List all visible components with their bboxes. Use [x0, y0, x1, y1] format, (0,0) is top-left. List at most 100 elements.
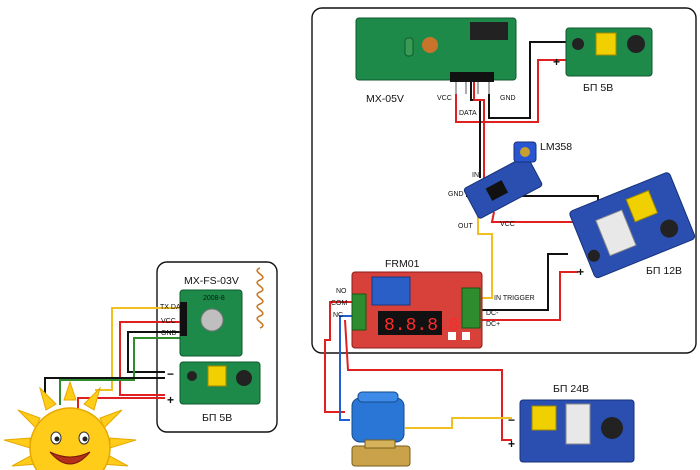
wire-valve-to-24v-minus [405, 417, 512, 429]
relay-button [448, 332, 456, 340]
lm358-module: LM358 IN GND OUT VCC [448, 141, 572, 230]
relay-display [378, 311, 442, 335]
psu-24v-heatsink [565, 403, 591, 445]
psu-12v-plus: + [577, 265, 584, 279]
psu-12v-heatsink [595, 209, 637, 257]
sun-smile [49, 451, 91, 465]
psu-12v-capacitor [660, 219, 679, 238]
psu-24v-transformer [531, 405, 557, 431]
sun-pupil-left [54, 436, 60, 442]
receiver-pin-gnd: GND [500, 95, 516, 102]
sun-sensor [3, 380, 137, 470]
relay-terminal-com: COM [331, 300, 348, 307]
psu-12v-transformer [625, 189, 659, 223]
transmitter-pin-tx: TX DAT [160, 304, 185, 311]
psu-12v-minus: − [555, 247, 562, 261]
transmitter-board-print: 2008-8 [203, 295, 225, 302]
wire-dc-minus [482, 253, 568, 311]
receiver-pin-header [450, 72, 494, 94]
lm358-pin-out: OUT [458, 223, 474, 230]
wire-data-to-in [470, 82, 481, 178]
wire-tx-gnd [127, 331, 181, 373]
sun-face [29, 407, 111, 470]
lm358-pin-vcc: VCC [500, 221, 515, 228]
relay-terminal-right [461, 287, 481, 329]
receiver-enclosure [311, 7, 697, 354]
transmitter-enclosure [156, 261, 278, 433]
valve-body [351, 445, 411, 467]
psu-5v-bottom-title: БП 5В [202, 412, 232, 424]
psu-5v-top-plus: + [553, 55, 560, 69]
wire-tx-data [95, 307, 181, 391]
transmitter-pin-vcc: VCC [161, 318, 176, 325]
psu-5v-top-capacitor [627, 35, 645, 53]
valve-nut [364, 439, 396, 449]
transmitter-module: 2008-8 MX-FS-03V TX DAT VCC GND [160, 267, 264, 357]
psu-5v-bottom: − + БП 5В [167, 361, 261, 424]
receiver-inductor [404, 37, 414, 57]
valve-actuator [351, 397, 405, 443]
sun-pupil-right [82, 436, 88, 442]
psu-5v-top-minus: − [553, 35, 560, 49]
relay-button [462, 332, 470, 340]
wire-dc-plus [482, 271, 578, 321]
lm358-pin-in: IN [472, 172, 479, 179]
receiver-module: MX-05V VCC DATA GND [355, 17, 517, 117]
wire-com-to-valve [324, 301, 352, 413]
valve-actuator-top [357, 391, 399, 403]
wire-tx-green [59, 337, 181, 405]
lm358-pin-gnd: GND [448, 191, 464, 198]
psu-12v-board [569, 172, 696, 279]
psu-5v-bottom-capacitor [236, 370, 252, 386]
wire-sensor-black [44, 377, 165, 405]
wire-sensor-red [77, 397, 165, 410]
relay-title: FRM01 [385, 258, 420, 270]
transmitter-crystal [200, 308, 224, 332]
psu-12v-title: БП 12В [646, 265, 682, 277]
relay-input-dc-plus: DC+ [486, 321, 500, 328]
psu-12v: − + БП 12В [555, 172, 696, 279]
wire-receiver-gnd [488, 41, 568, 119]
psu-24v-plus: + [508, 437, 515, 451]
relay-module: 8.8.8.8 FRM01 NO COM NC IN TRIGGER DC- D… [331, 258, 535, 349]
wire-out-to-trigger [477, 216, 493, 299]
receiver-pin-data: DATA [459, 110, 477, 117]
psu-5v-top-capacitor [572, 38, 584, 50]
psu-24v: − + БП 24В [508, 383, 635, 463]
psu-5v-top: − + БП 5В [553, 27, 653, 94]
psu-24v-title: БП 24В [553, 383, 589, 395]
relay-terminal-nc: NC [333, 312, 343, 319]
psu-5v-top-title: БП 5В [583, 82, 613, 94]
receiver-title: MX-05V [366, 93, 404, 105]
relay-terminal-no: NO [336, 288, 347, 295]
psu-5v-bottom-minus: − [167, 367, 174, 381]
psu-5v-bottom-capacitor [187, 371, 197, 381]
lm358-pot-screw [520, 147, 530, 157]
psu-24v-capacitor [601, 417, 623, 439]
relay-display-digits: 8.8.8.8 [384, 316, 460, 336]
transmitter-pin-header [180, 302, 187, 336]
receiver-coil [422, 37, 438, 53]
wire-data-to-in-2 [473, 82, 485, 180]
psu-12v-capacitor [587, 249, 600, 262]
receiver-chip [470, 22, 508, 40]
motorized-valve [351, 391, 411, 467]
transmitter-pin-gnd: GND [161, 330, 177, 337]
psu-5v-top-transformer [595, 32, 617, 56]
receiver-pin-vcc: VCC [437, 95, 452, 102]
wire-nc-to-valve [339, 315, 352, 421]
receiver-header-body [450, 72, 494, 82]
relay-terminal-left [351, 293, 367, 331]
wire-tx-vcc [119, 321, 181, 396]
psu-24v-minus: − [508, 413, 515, 427]
relay-coil-box [371, 276, 411, 306]
lm358-chip [485, 180, 509, 201]
transmitter-title: MX-FS-03V [184, 275, 239, 287]
relay-input-dc-minus: DC- [486, 310, 499, 317]
wire-receiver-vcc [455, 59, 568, 123]
transmitter-antenna [256, 267, 264, 329]
lm358-title: LM358 [540, 141, 572, 153]
relay-input-trigger: IN TRIGGER [494, 295, 535, 302]
wires [44, 41, 599, 441]
